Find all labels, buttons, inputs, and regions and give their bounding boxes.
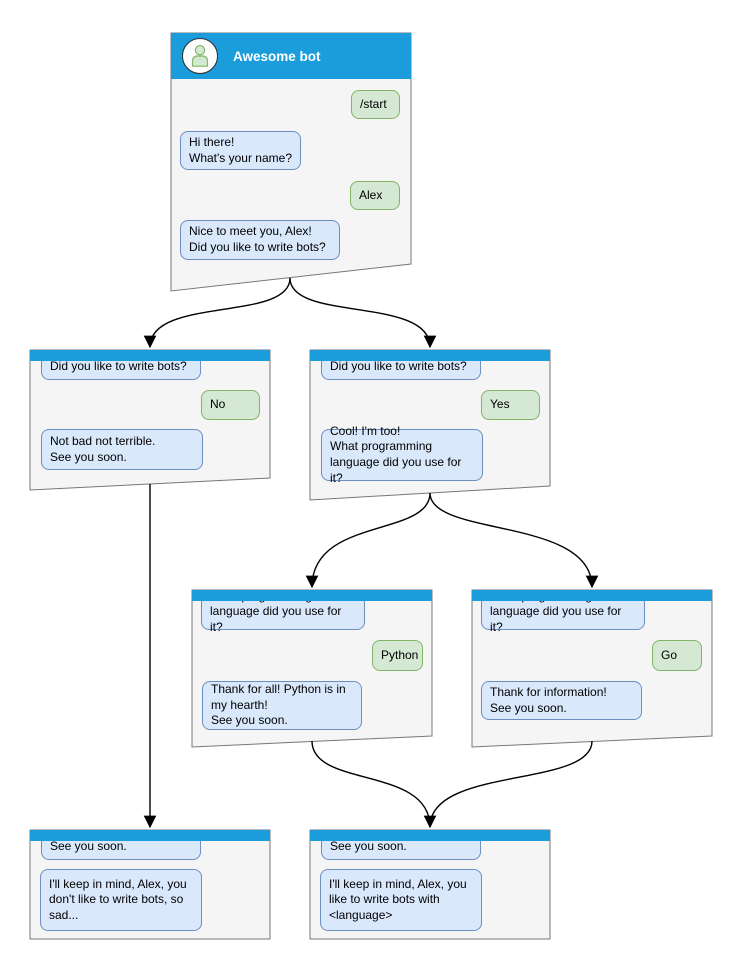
edge-go-to-happy: [429, 740, 593, 828]
edge-yes-to-python: [305, 492, 431, 589]
user-message-bubble: No: [201, 390, 260, 420]
no-branch-titlebar: [30, 350, 270, 361]
person-icon: [191, 45, 209, 67]
user-message-bubble: Alex: [350, 181, 400, 210]
bot-message-bubble: Not bad not terrible. See you soon.: [41, 429, 203, 470]
bot-message-bubble: Nice to meet you, Alex! Did you like to …: [180, 220, 340, 260]
bot-message-bubble: Hi there! What's your name?: [180, 131, 301, 170]
edge-yes-to-go: [429, 492, 599, 589]
bot-window-title: Awesome bot: [233, 48, 321, 64]
edge-start-to-yes: [289, 277, 437, 349]
sad-ending-titlebar: [30, 830, 270, 841]
python-branch-titlebar: [192, 590, 432, 601]
user-message-bubble: Python: [372, 640, 423, 671]
bot-message-bubble: I'll keep in mind, Alex, you like to wri…: [320, 869, 482, 931]
edge-start-to-no: [143, 277, 291, 349]
bot-avatar: [182, 38, 218, 74]
user-message-bubble: Go: [652, 640, 702, 671]
user-message-bubble: /start: [351, 90, 400, 119]
bot-message-bubble: I'll keep in mind, Alex, you don't like …: [40, 869, 202, 931]
go-branch-titlebar: [472, 590, 712, 601]
bot-message-bubble: Thank for all! Python is in my hearth! S…: [202, 681, 362, 730]
awesome-bot-titlebar: Awesome bot: [171, 33, 411, 79]
bot-message-bubble: Cool! I'm too! What programming language…: [321, 424, 483, 485]
edge-python-to-happy: [311, 740, 437, 829]
bot-message-bubble: Thank for information! See you soon.: [481, 681, 642, 720]
user-message-bubble: Yes: [481, 390, 540, 420]
happy-ending-titlebar: [310, 830, 550, 841]
yes-branch-titlebar: [310, 350, 550, 361]
